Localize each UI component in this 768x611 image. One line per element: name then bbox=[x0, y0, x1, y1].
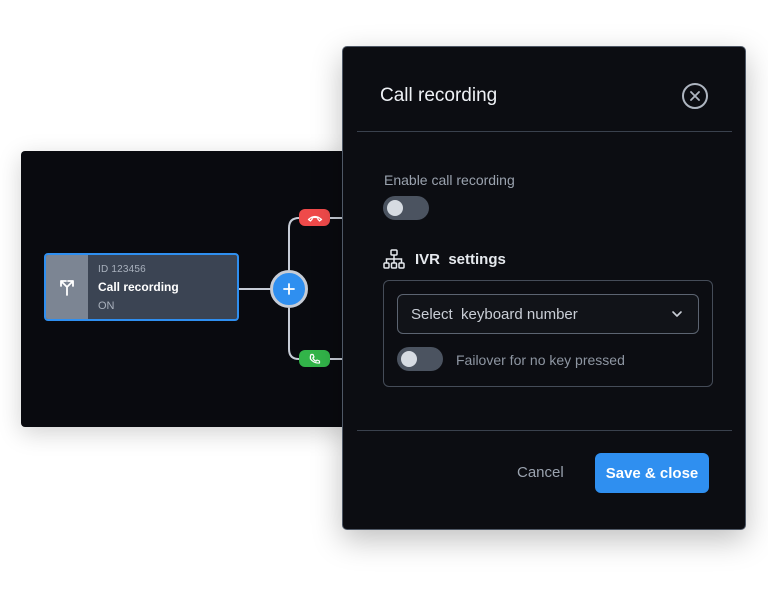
keyboard-number-select[interactable]: Select keyboard number bbox=[397, 294, 699, 334]
branch-reject-pill[interactable] bbox=[299, 209, 330, 226]
save-and-close-button[interactable]: Save & close bbox=[595, 453, 709, 493]
chevron-down-icon bbox=[672, 311, 682, 317]
enable-recording-label: Enable call recording bbox=[384, 172, 515, 188]
node-title: Call recording bbox=[98, 280, 179, 294]
phone-icon bbox=[309, 353, 320, 364]
close-circle-icon bbox=[690, 91, 700, 101]
sitemap-icon bbox=[383, 249, 405, 269]
node-id: ID 123456 bbox=[98, 264, 146, 275]
close-button[interactable] bbox=[682, 83, 708, 109]
phone-hangup-icon bbox=[307, 215, 322, 222]
plus-icon bbox=[283, 283, 295, 295]
split-arrow-icon bbox=[60, 280, 74, 296]
cancel-button[interactable]: Cancel bbox=[517, 464, 564, 481]
failover-toggle[interactable] bbox=[397, 347, 443, 371]
keyboard-number-select-value: Select keyboard number bbox=[411, 305, 578, 323]
call-recording-modal: Call recording Enable call recording IVR… bbox=[342, 46, 746, 530]
enable-recording-toggle[interactable] bbox=[383, 196, 429, 220]
toggle-knob bbox=[401, 351, 417, 367]
modal-header-divider bbox=[357, 131, 732, 132]
ivr-settings-title: IVR settings bbox=[415, 250, 506, 268]
ivr-settings-panel: Select keyboard number Failover for no k… bbox=[383, 280, 713, 387]
toggle-knob bbox=[387, 200, 403, 216]
modal-footer-divider bbox=[357, 430, 732, 431]
flow-node-call-recording[interactable]: ID 123456 Call recording ON bbox=[44, 253, 239, 321]
modal-title: Call recording bbox=[380, 85, 498, 106]
ivr-settings-heading: IVR settings bbox=[383, 249, 506, 269]
branch-accept-pill[interactable] bbox=[299, 350, 330, 367]
add-step-button[interactable] bbox=[270, 270, 308, 308]
failover-label: Failover for no key pressed bbox=[456, 352, 625, 368]
node-icon-box bbox=[46, 255, 88, 319]
node-status: ON bbox=[98, 300, 115, 312]
